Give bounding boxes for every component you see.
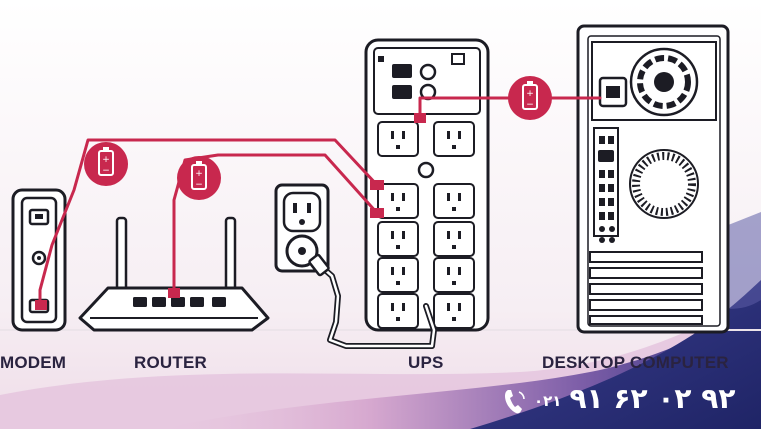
ups-outlet-slots [391,131,461,321]
vent-grille [629,149,699,219]
modem-power-cable [38,138,380,309]
router-antenna-left [115,216,128,300]
router-label: ROUTER [134,353,207,372]
io-panel [593,127,619,243]
ups-device [364,38,490,332]
ups-breaker [417,161,435,179]
modem-label: MODEM [0,353,67,372]
phone-icon [505,390,525,414]
battery-icon: + − [84,142,128,186]
router-ports [133,297,226,307]
modem-device [11,188,67,332]
battery-icon: + − [177,156,221,200]
router-device [78,216,270,332]
ups-outlets [377,121,475,329]
expansion-slots [589,251,703,325]
svg-text:+: + [526,89,534,99]
power-outlet [274,183,330,273]
phone-number: ۹۱ ۶۲ ۰۲ ۹۲ [569,382,736,415]
fan-grille-icon [629,47,699,117]
router-antenna-right [224,216,237,300]
ups-data-ports [378,53,465,101]
desktop-computer-label: DESKTOP COMPUTER [542,353,729,372]
desktop-tower [576,24,730,334]
battery-icon: + − [508,76,552,120]
svg-text:−: − [195,180,203,190]
ups-label: UPS [408,353,444,372]
phone-prefix: ۰۲۱ [534,392,562,410]
svg-text:+: + [195,169,203,179]
svg-text:+: + [102,155,110,165]
phone-contact: ۰۲۱ ۹۱ ۶۲ ۰۲ ۹۲ [504,380,735,414]
svg-text:−: − [102,166,110,176]
svg-text:−: − [526,100,534,110]
